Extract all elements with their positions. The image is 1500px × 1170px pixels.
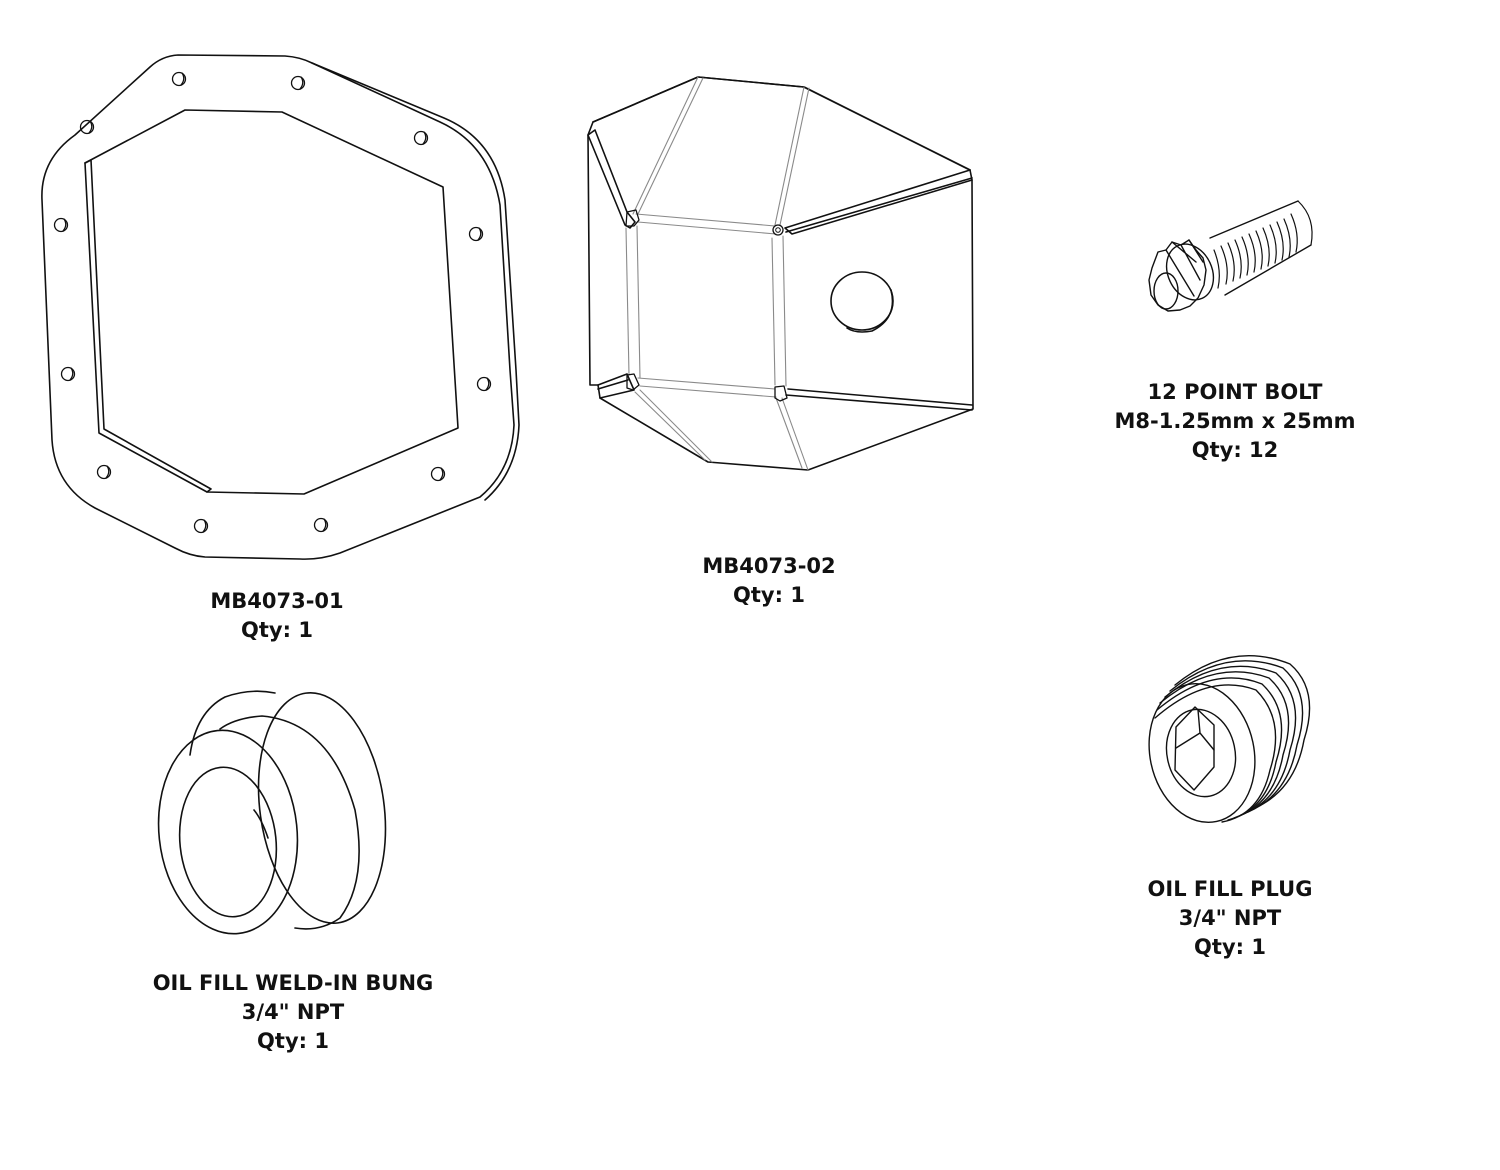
part-qty: Qty: 1 — [1194, 935, 1266, 959]
part-name: OIL FILL WELD-IN BUNG — [152, 971, 434, 995]
label-oil-fill-plug: OIL FILL PLUG 3/4" NPT Qty: 1 — [1148, 875, 1313, 962]
label-diff-cover: MB4073-01 Qty: 1 — [210, 587, 343, 645]
skid-plate-drawing — [587, 76, 974, 471]
oil-fill-plug-drawing — [1148, 654, 1311, 824]
label-weld-in-bung: OIL FILL WELD-IN BUNG 3/4" NPT Qty: 1 — [153, 969, 434, 1056]
part-qty: Qty: 12 — [1191, 438, 1279, 462]
part-spec: 3/4" NPT — [241, 1000, 345, 1024]
part-spec: M8-1.25mm x 25mm — [1114, 409, 1356, 433]
twelve-point-bolt-drawing — [1148, 200, 1313, 312]
label-skid-plate: MB4073-02 Qty: 1 — [702, 552, 835, 610]
weld-in-bung-drawing — [157, 690, 387, 935]
part-spec: 3/4" NPT — [1178, 906, 1282, 930]
part-qty: Qty: 1 — [733, 583, 805, 607]
part-number: MB4073-02 — [702, 554, 836, 578]
diff-cover-ring-drawing — [41, 54, 520, 560]
part-name: 12 POINT BOLT — [1147, 380, 1323, 404]
part-name: OIL FILL PLUG — [1147, 877, 1313, 901]
label-bolt: 12 POINT BOLT M8-1.25mm x 25mm Qty: 12 — [1115, 378, 1356, 465]
part-number: MB4073-01 — [210, 589, 344, 613]
bolt-holes — [53, 71, 492, 534]
part-qty: Qty: 1 — [257, 1029, 329, 1053]
part-qty: Qty: 1 — [241, 618, 313, 642]
